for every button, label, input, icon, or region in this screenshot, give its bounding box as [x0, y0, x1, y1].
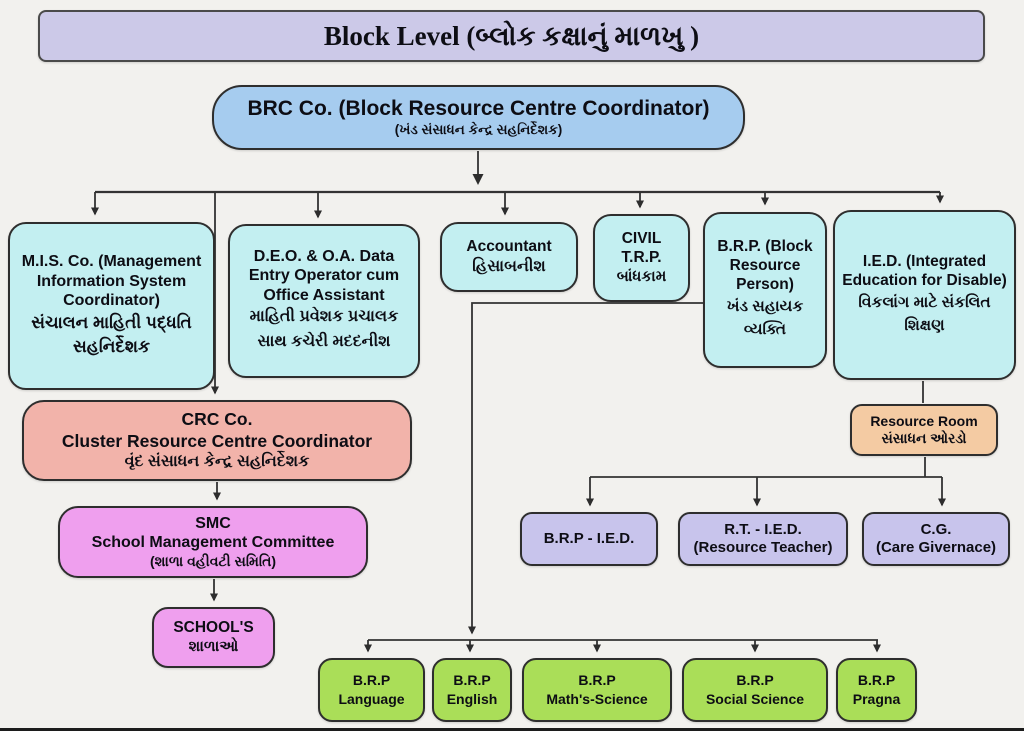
deo-gujarati-label-2: સાથ કચેરી મદદનીશ — [257, 333, 391, 351]
brp-gujarati-label-2: વ્યક્તિ — [743, 321, 787, 339]
crc-full-label: Cluster Resource Centre Coordinator — [61, 430, 373, 451]
node-crc-coordinator: CRC Co. Cluster Resource Centre Coordina… — [22, 400, 412, 481]
schools-english-label: SCHOOL'S — [173, 618, 254, 636]
mis-english-label: M.I.S. Co. (Management Information Syste… — [21, 253, 202, 310]
smc-gujarati-label: (શાળા વહીવટી સમિતિ) — [149, 552, 277, 569]
crc-gujarati-label: વૃંદ સંસાધન કેન્દ્ર સહનિર્દેશક — [124, 453, 310, 471]
schools-gujarati-label: શાળાઓ — [188, 637, 239, 655]
ied-gujarati-label-2: શિક્ષણ — [904, 316, 945, 334]
ied-english-label: I.E.D. (Integrated Education for Disable… — [842, 252, 1007, 289]
node-deo-office-assistant: D.E.O. & O.A. Data Entry Operator cum Of… — [228, 224, 420, 378]
accountant-english-label: Accountant — [466, 237, 552, 255]
brc-english-label: BRC Co. (Block Resource Centre Coordinat… — [247, 97, 710, 121]
brp-pragna-line2: Pragna — [852, 691, 901, 707]
node-brp-maths-science: B.R.P Math's-Science — [522, 658, 672, 722]
brp-ied-label: B.R.P - I.E.D. — [543, 529, 635, 547]
rt-ied-label-line1: R.T. - I.E.D. — [724, 520, 802, 538]
node-brc-coordinator: BRC Co. (Block Resource Centre Coordinat… — [212, 85, 745, 150]
brp-gujarati-label-1: ખંડ સહાયક — [726, 298, 804, 316]
deo-english-label: D.E.O. & O.A. Data Entry Operator cum Of… — [248, 247, 400, 304]
node-resource-room: Resource Room સંસાધન ઓરડો — [850, 404, 998, 456]
node-rt-ied-resource-teacher: R.T. - I.E.D. (Resource Teacher) — [678, 512, 848, 566]
civil-gujarati-label: બાંધકામ — [616, 267, 667, 285]
node-brp-pragna: B.R.P Pragna — [836, 658, 917, 722]
resource-room-gujarati-label: સંસાધન ઓરડો — [881, 430, 967, 446]
node-smc-committee: SMC School Management Committee (શાળા વહ… — [58, 506, 368, 578]
node-block-resource-person: B.R.P. (Block Resource Person) ખંડ સહાયક… — [703, 212, 827, 368]
resource-room-english-label: Resource Room — [870, 412, 978, 429]
node-care-governance: C.G. (Care Givernace) — [862, 512, 1010, 566]
node-schools: SCHOOL'S શાળાઓ — [152, 607, 275, 668]
node-brp-language: B.R.P Language — [318, 658, 425, 722]
brp-social-line2: Social Science — [705, 691, 805, 707]
brp-maths-line1: B.R.P — [578, 672, 616, 689]
node-civil-trp: CIVIL T.R.P. બાંધકામ — [593, 214, 690, 302]
brp-pragna-line1: B.R.P — [857, 672, 896, 689]
cg-label-line2: (Care Givernace) — [875, 539, 997, 556]
node-brp-ied: B.R.P - I.E.D. — [520, 512, 658, 566]
civil-label-line2: T.R.P. — [621, 248, 662, 266]
mis-gujarati-label: સંચાલન માહિતી પદ્ધતિ સહનિર્દેશક — [31, 312, 192, 357]
node-brp-social-science: B.R.P Social Science — [682, 658, 828, 722]
brp-maths-line2: Math's-Science — [546, 691, 648, 707]
brp-language-line1: B.R.P — [352, 672, 391, 689]
brp-social-line1: B.R.P — [736, 672, 774, 689]
brc-gujarati-label: (ખંડ સંસાધન કેન્દ્ર સહનિર્દેશક) — [394, 122, 563, 138]
crc-abbrev-label: CRC Co. — [181, 409, 253, 430]
brp-english-line1: B.R.P — [453, 672, 491, 689]
node-mis-coordinator: M.I.S. Co. (Management Information Syste… — [8, 222, 215, 390]
node-ied: I.E.D. (Integrated Education for Disable… — [833, 210, 1016, 380]
node-brp-english: B.R.P English — [432, 658, 512, 722]
smc-abbrev-label: SMC — [195, 514, 231, 532]
node-accountant: Accountant હિસાબનીશ — [440, 222, 578, 292]
chart-title-text: Block Level (બ્લોક કક્ષાનું માળખુ ) — [323, 20, 700, 51]
brp-english-label: B.R.P. (Block Resource Person) — [717, 238, 813, 294]
accountant-gujarati-label: હિસાબનીશ — [472, 257, 546, 275]
rt-ied-label-line2: (Resource Teacher) — [693, 539, 833, 556]
cg-label-line1: C.G. — [920, 520, 952, 538]
brp-english-line2: English — [446, 691, 498, 707]
brp-language-line2: Language — [338, 691, 405, 707]
civil-label-line1: CIVIL — [621, 229, 662, 247]
deo-gujarati-label-1: માહિતી પ્રવેશક પ્રચાલક — [249, 308, 399, 326]
ied-gujarati-label-1: વિકલાંગ માટે સંકલિત — [858, 293, 991, 311]
smc-full-label: School Management Committee — [91, 534, 335, 552]
chart-title: Block Level (બ્લોક કક્ષાનું માળખુ ) — [38, 10, 985, 62]
